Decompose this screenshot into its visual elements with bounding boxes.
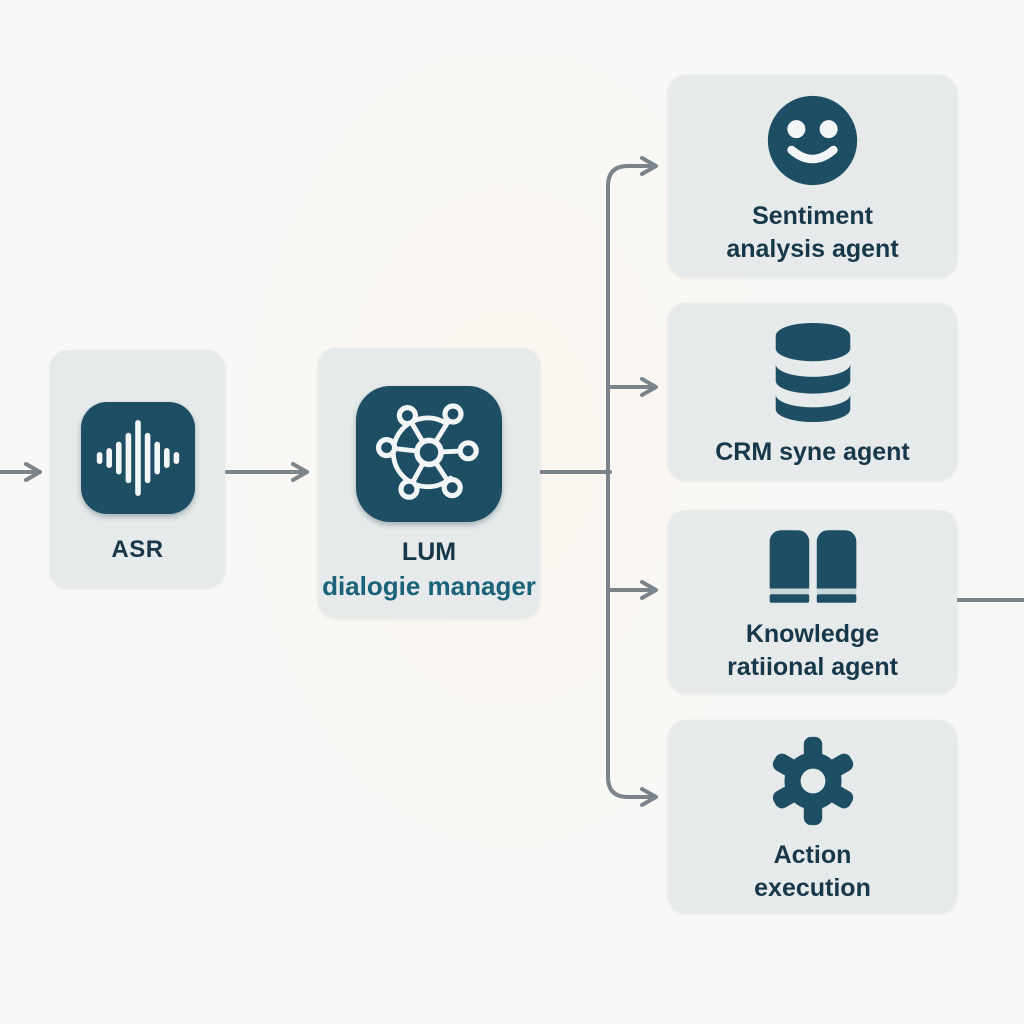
network-hub-icon [356,386,502,522]
asr-label: ASR [111,536,164,563]
node-action-execution: Action execution [668,720,957,913]
audio-waveform-icon [80,402,195,514]
agent-label-line2: analysis agent [726,234,899,263]
gear-icon [767,735,859,827]
node-llm-dialogue-manager: LUM dialogie manager [318,348,540,618]
agent-label: Action execution [754,839,871,905]
database-icon [773,320,853,424]
node-knowledge-agent: Knowledge ratiional agent [668,510,957,693]
agent-label-line1: Sentiment [752,201,873,230]
node-sentiment-analysis-agent: Sentiment analysis agent [668,75,957,277]
node-asr: ASR [50,350,225,588]
agent-label: CRM syne agent [715,436,909,469]
llm-subtitle: dialogie manager [322,571,536,601]
node-crm-sync-agent: CRM syne agent [668,303,957,480]
agent-label-line2: execution [754,873,871,902]
agent-label-line1: Action [773,840,852,869]
edge-llm-to-sentiment [606,156,658,474]
agent-label-line1: CRM syne agent [715,438,910,466]
agent-label-line2: ratiional agent [727,652,898,681]
smiley-face-icon [765,93,860,188]
agent-label: Knowledge ratiional agent [727,618,898,684]
open-book-icon [764,526,862,606]
llm-title: LUM [401,538,457,566]
edge-llm-to-action [606,470,658,807]
agent-label: Sentiment analysis agent [726,200,898,266]
agent-label-line1: Knowledge [745,619,880,648]
